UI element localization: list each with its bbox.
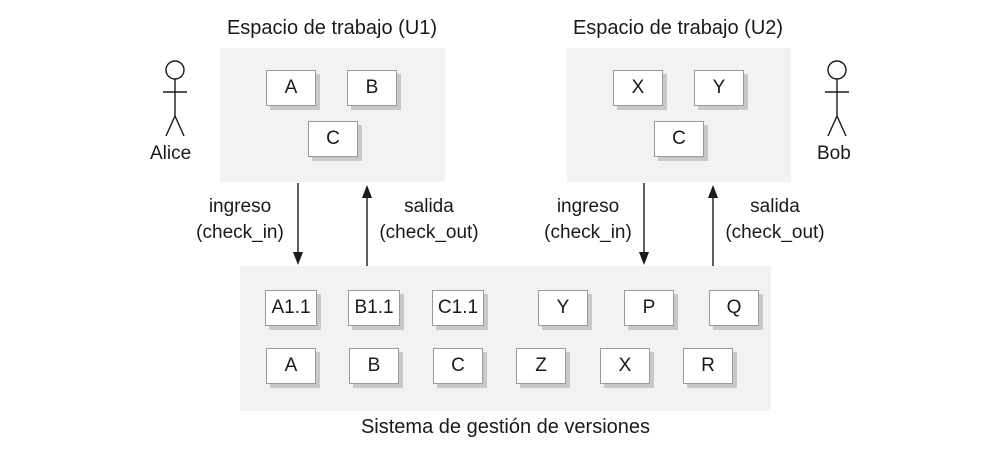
u1-component-b: B <box>347 70 397 106</box>
vcs-component-b1-1: B1.1 <box>348 290 400 326</box>
u2-checkout-label: salida (check_out) <box>716 194 834 246</box>
vcs-component-q: Q <box>709 290 759 326</box>
u2-checkin-label-line1: ingreso <box>556 196 620 217</box>
alice-figure-icon <box>163 60 187 137</box>
alice-label: Alice <box>150 143 192 164</box>
version-management-system: A1.1 B1.1 C1.1 Y P Q A B C Z X R <box>240 266 771 411</box>
u2-checkout-label-line1: salida <box>750 196 800 217</box>
vcs-component-r: R <box>683 348 733 384</box>
u2-component-x: X <box>613 70 663 106</box>
bob-figure-icon <box>825 60 849 137</box>
u2-checkout-arrow <box>708 185 718 266</box>
vcs-component-b: B <box>349 348 399 384</box>
u1-checkout-label-line2: (check_out) <box>379 222 479 243</box>
vcs-component-c: C <box>433 348 483 384</box>
u1-component-a: A <box>266 70 316 106</box>
vcs-component-y: Y <box>538 290 588 326</box>
u1-component-c: C <box>308 121 358 157</box>
u2-checkin-label-line2: (check_in) <box>544 222 632 243</box>
u1-checkout-label: salida (check_out) <box>370 194 488 246</box>
bob-label: Bob <box>817 143 851 164</box>
workspace-u2: X Y C <box>567 48 791 182</box>
u2-checkout-label-line2: (check_out) <box>725 222 825 243</box>
vcs-component-x: X <box>600 348 650 384</box>
workspace-u1-title: Espacio de trabajo (U1) <box>226 17 438 39</box>
u1-checkin-label: ingreso (check_in) <box>186 194 294 246</box>
u2-checkin-arrow <box>639 183 649 265</box>
vcs-component-a1-1: A1.1 <box>265 290 317 326</box>
vcs-component-c1-1: C1.1 <box>432 290 484 326</box>
workspace-u1: A B C <box>220 48 445 182</box>
vcs-component-z: Z <box>516 348 566 384</box>
u1-checkout-label-line1: salida <box>404 196 454 217</box>
u1-checkin-arrow <box>293 183 303 265</box>
u1-checkin-label-line1: ingreso <box>208 196 272 217</box>
vcs-title: Sistema de gestión de versiones <box>360 416 651 438</box>
workspace-u2-title: Espacio de trabajo (U2) <box>572 17 784 39</box>
u2-checkin-label: ingreso (check_in) <box>534 194 642 246</box>
u2-component-y: Y <box>694 70 744 106</box>
u1-checkin-label-line2: (check_in) <box>196 222 284 243</box>
u2-component-c: C <box>654 121 704 157</box>
u1-checkout-arrow <box>362 185 372 266</box>
vcs-component-a: A <box>266 348 316 384</box>
vcs-component-p: P <box>624 290 674 326</box>
